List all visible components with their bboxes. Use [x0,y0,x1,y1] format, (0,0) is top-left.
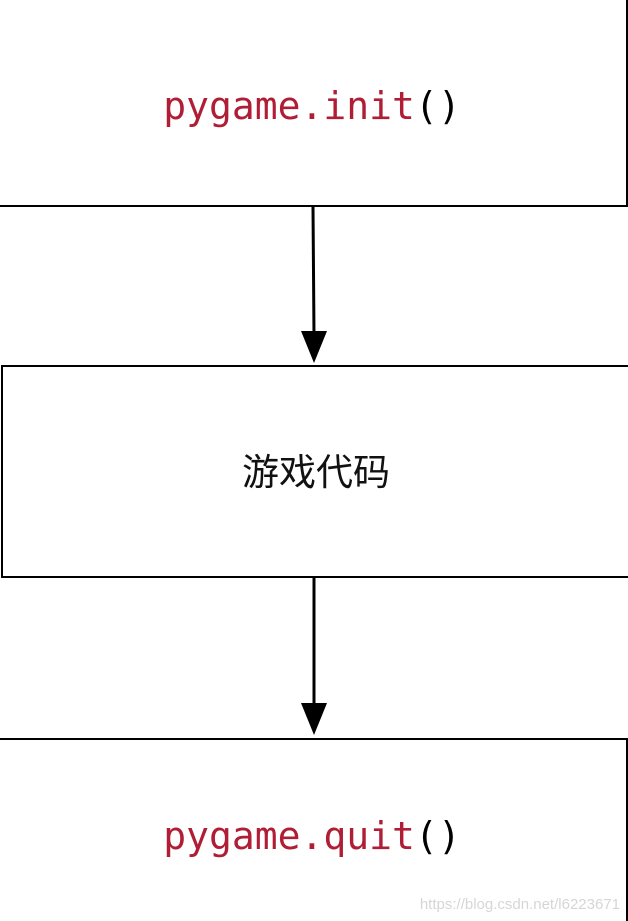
edge-game-to-quit-arrowhead [301,703,327,735]
node-quit-parens: () [414,814,461,858]
node-init-function: pygame.init [163,83,415,128]
node-game-label: 游戏代码 [242,450,390,494]
watermark-text: https://blog.csdn.net/l6223671 [419,896,620,913]
edge-game-to-quit [301,578,327,735]
node-init-parens: () [414,83,461,128]
edge-init-to-game-line [311,206,316,336]
node-pygame-quit: pygame.quit() [0,738,628,921]
node-quit-function: pygame.quit [163,814,415,858]
node-pygame-init: pygame.init() [0,0,628,207]
node-game-code: 游戏代码 [1,365,628,578]
node-init-code: pygame.init() [163,84,460,128]
edge-init-to-game-arrowhead [301,331,327,363]
node-quit-code: pygame.quit() [163,814,460,858]
edge-init-to-game [301,206,327,363]
